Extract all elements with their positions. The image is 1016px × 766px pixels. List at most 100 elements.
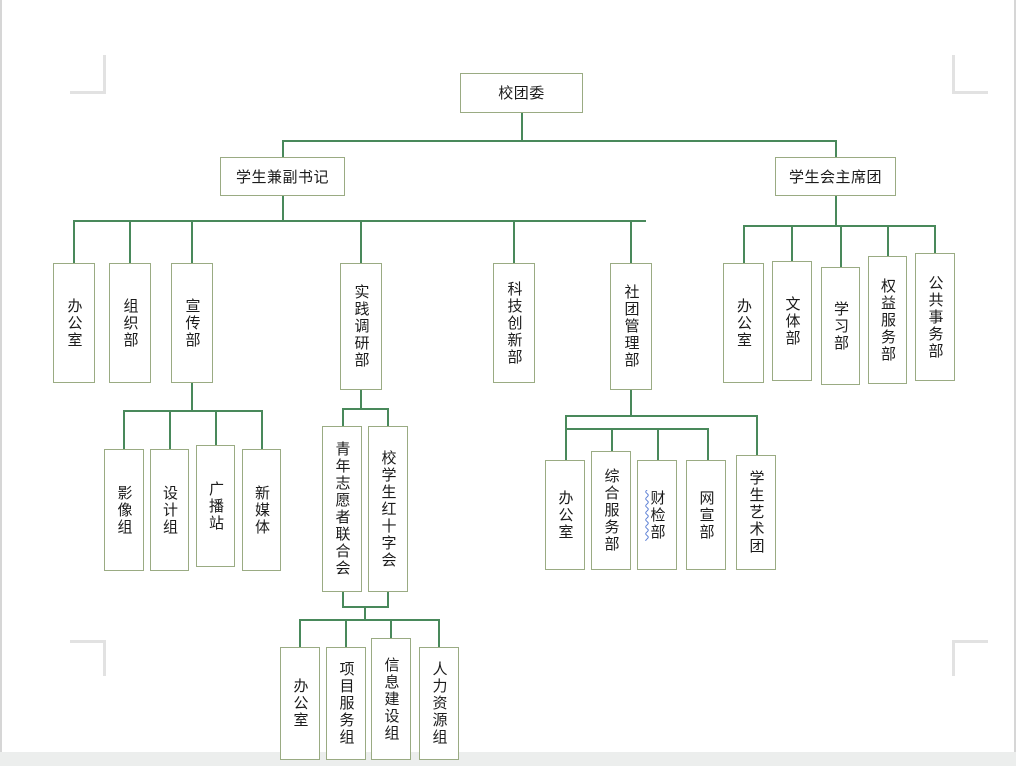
connector-presidium-stem: [835, 195, 837, 226]
node-label: 设计组: [161, 484, 179, 536]
node-online-publicity-dept[interactable]: 网宣部: [686, 460, 726, 570]
node-label: 宣传部: [183, 297, 202, 349]
connector-to-public-affairs-dept: [934, 225, 936, 253]
node-new-media[interactable]: 新媒体: [242, 449, 281, 571]
connector-to-organization-dept: [129, 220, 131, 263]
node-label: 实践调研部: [352, 284, 371, 369]
connector-propaganda-stem: [191, 383, 193, 411]
node-student-art-troupe[interactable]: 学生艺术团: [736, 455, 776, 570]
node-finance-audit-dept[interactable]: 财检部: [637, 460, 677, 570]
connector-to-info-construction-group: [390, 619, 392, 638]
connector-to-sci-tech-dept: [513, 220, 515, 263]
node-label: 广播站: [207, 480, 225, 532]
node-organization-dept[interactable]: 组织部: [109, 263, 151, 383]
connector-to-culture-sports-dept: [791, 225, 793, 261]
connector-to-design-group: [169, 410, 171, 449]
node-label: 文体部: [783, 295, 802, 347]
connector-to-student-art-troupe: [756, 415, 758, 455]
page-bottom-strip: [0, 752, 1016, 766]
connector-practice-bus: [342, 408, 388, 410]
node-info-construction-group[interactable]: 信息建设组: [371, 638, 411, 760]
connector-to-comprehensive-service-dept: [611, 428, 613, 451]
connector-club-bus-upper: [565, 415, 756, 417]
node-imaging-group[interactable]: 影像组: [104, 449, 144, 571]
connector-merge-stem: [364, 606, 366, 620]
node-office-b[interactable]: 办公室: [723, 263, 764, 383]
connector-to-propaganda-dept: [191, 220, 193, 263]
connector-to-study-dept: [840, 225, 842, 267]
connector-to-broadcast-station: [215, 410, 217, 445]
node-label: 综合服务部: [602, 468, 621, 553]
page-right-edge: [1014, 0, 1016, 752]
connector-volunteer-stem: [342, 592, 344, 607]
node-label: 办公室: [735, 297, 753, 349]
node-student-union-presidium[interactable]: 学生会主席团: [775, 157, 896, 196]
node-label: 权益服务部: [879, 277, 897, 363]
connector-to-new-media: [261, 410, 263, 449]
connector-to-presidium: [835, 140, 837, 159]
connector-presidium-bus: [743, 225, 936, 227]
node-label: 社团管理部: [622, 284, 641, 369]
connector-to-office-a: [73, 220, 75, 263]
connector-club-bus-drop: [565, 415, 567, 428]
node-rights-service-dept[interactable]: 权益服务部: [868, 256, 907, 384]
connector-to-deputy-secretary: [282, 140, 284, 159]
node-office-d[interactable]: 办公室: [280, 647, 320, 760]
node-design-group[interactable]: 设计组: [150, 449, 189, 571]
node-sci-tech-innovation-dept[interactable]: 科技创新部: [493, 263, 535, 383]
node-comprehensive-service-dept[interactable]: 综合服务部: [591, 451, 631, 570]
connector-to-practice-research-dept: [360, 220, 362, 263]
node-label: 组织部: [121, 297, 140, 349]
connector-propaganda-bus: [123, 410, 263, 412]
connector-redcross-stem: [387, 592, 389, 607]
node-broadcast-station[interactable]: 广播站: [196, 445, 235, 567]
node-practice-research-dept[interactable]: 实践调研部: [340, 263, 382, 390]
node-label: 新媒体: [253, 484, 271, 536]
connector-to-club-management-dept: [630, 220, 632, 263]
node-label: 信息建设组: [382, 656, 401, 742]
node-culture-sports-dept[interactable]: 文体部: [772, 261, 812, 381]
connector-to-youth-volunteer-federation: [342, 408, 344, 426]
node-label: 公共事务部: [926, 274, 945, 360]
connector-to-rights-service-dept: [887, 225, 889, 256]
connector-club-stem: [630, 390, 632, 417]
node-label: 办公室: [556, 489, 575, 541]
connector-to-human-resources-group: [438, 619, 440, 647]
node-office-c[interactable]: 办公室: [545, 460, 585, 570]
connector-to-finance-audit-dept: [657, 428, 659, 460]
connector-practice-stem: [360, 390, 362, 409]
connector-deputy-stem: [282, 195, 284, 221]
connector-to-office-c: [565, 428, 567, 460]
node-label: 学习部: [832, 300, 850, 352]
node-label: 办公室: [65, 297, 84, 349]
page-left-edge: [0, 0, 2, 752]
node-label: 学生兼副书记: [235, 167, 329, 186]
node-label: 学生艺术团: [747, 470, 766, 555]
node-propaganda-dept[interactable]: 宣传部: [171, 263, 213, 383]
node-study-dept[interactable]: 学习部: [821, 267, 860, 385]
node-youth-volunteer-federation[interactable]: 青年志愿者联合会: [322, 426, 362, 592]
node-label: 影像组: [115, 484, 134, 536]
connector-level2-bus: [282, 140, 836, 142]
node-label: 办公室: [291, 678, 310, 729]
node-public-affairs-dept[interactable]: 公共事务部: [915, 253, 955, 381]
connector-root-stem: [521, 112, 523, 141]
connector-to-imaging-group: [123, 410, 125, 449]
connector-to-project-service-group: [345, 619, 347, 647]
connector-club-bus-lower: [565, 428, 708, 430]
node-school-student-red-cross[interactable]: 校学生红十字会: [368, 426, 408, 592]
connector-to-red-cross: [387, 408, 389, 426]
node-label: 网宣部: [697, 489, 716, 541]
node-office-a[interactable]: 办公室: [53, 263, 95, 383]
node-label: 青年志愿者联合会: [333, 441, 352, 577]
node-project-service-group[interactable]: 项目服务组: [326, 647, 366, 760]
node-label: 人力资源组: [430, 661, 449, 746]
connector-bottom-bus: [299, 619, 439, 621]
node-club-management-dept[interactable]: 社团管理部: [610, 263, 652, 390]
node-label: 财检部: [648, 489, 667, 541]
node-label: 学生会主席团: [788, 167, 882, 186]
node-human-resources-group[interactable]: 人力资源组: [419, 647, 459, 760]
node-deputy-secretary[interactable]: 学生兼副书记: [220, 157, 345, 196]
node-school-youth-league-committee[interactable]: 校团委: [460, 73, 583, 113]
